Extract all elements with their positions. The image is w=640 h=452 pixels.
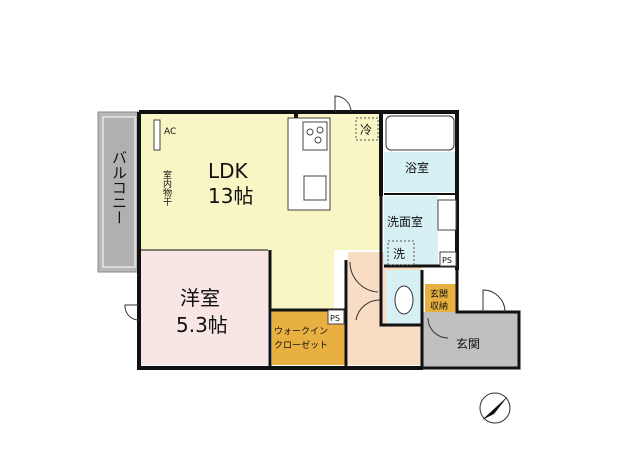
entrance-storage-label-1: 玄関 bbox=[430, 288, 448, 300]
room-entrance bbox=[423, 312, 519, 368]
room-western bbox=[140, 250, 268, 365]
indoor-drying-label: 室内物干 bbox=[161, 169, 172, 207]
room-ldk-extension bbox=[268, 248, 334, 310]
toilet-icon bbox=[394, 285, 414, 315]
ldk-name: LDK bbox=[208, 159, 249, 183]
wic-label-1: ウォークイン bbox=[274, 326, 328, 337]
fridge-label: 冷 bbox=[360, 123, 372, 137]
room-bath bbox=[384, 152, 456, 192]
ps-label-1: PS bbox=[330, 314, 340, 323]
ldk-size: 13帖 bbox=[208, 184, 253, 208]
washroom-name: 洗面室 bbox=[387, 214, 423, 229]
entrance-storage-label-2: 収納 bbox=[430, 300, 448, 312]
room-washroom bbox=[384, 196, 438, 266]
western-name: 洋室 bbox=[180, 286, 220, 310]
washbasin bbox=[437, 199, 457, 231]
north-arrow-icon bbox=[479, 392, 511, 424]
walls bbox=[137, 110, 521, 370]
western-size: 5.3帖 bbox=[176, 313, 228, 337]
sink bbox=[303, 175, 327, 201]
bath-name: 浴室 bbox=[405, 160, 429, 175]
ps-label-2: PS bbox=[442, 256, 452, 265]
balcony-label: バルコニー bbox=[110, 150, 128, 225]
ac-label: AC bbox=[164, 127, 176, 137]
entrance-name: 玄関 bbox=[456, 336, 480, 351]
doors bbox=[124, 95, 506, 339]
room-ldk bbox=[140, 114, 380, 250]
wic-label-2: クローゼット bbox=[274, 339, 328, 351]
stove bbox=[302, 121, 328, 151]
washer-label: 洗 bbox=[393, 247, 405, 261]
bathtub bbox=[385, 115, 455, 151]
